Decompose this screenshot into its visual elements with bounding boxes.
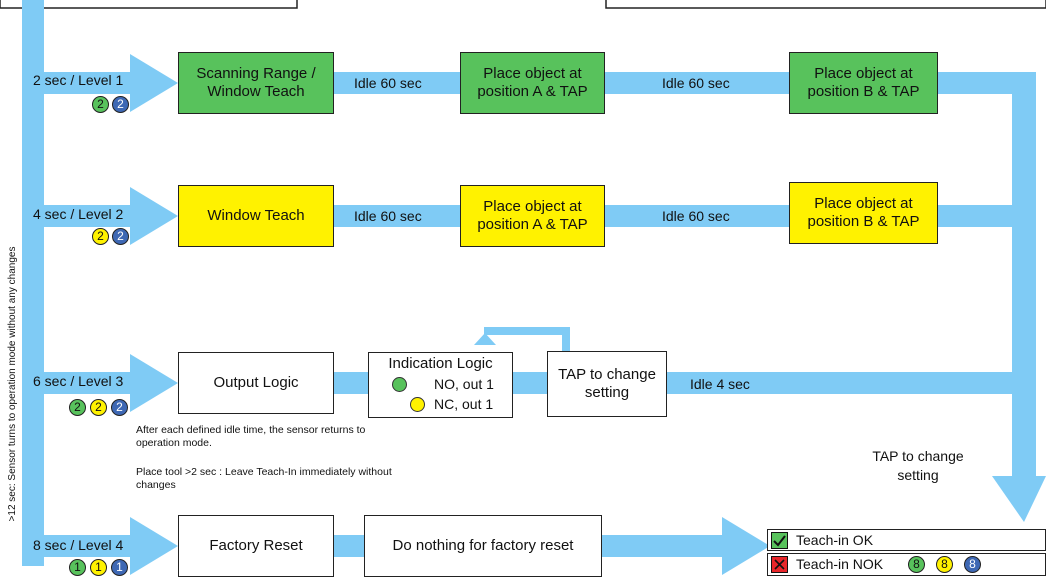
level-2-label: 4 sec / Level 2	[33, 206, 124, 222]
leave-teach-in-note: Place tool >2 sec : Leave Teach-In immed…	[136, 466, 392, 491]
check-icon	[771, 532, 788, 549]
teach-in-nok-label: Teach-in NOK	[796, 556, 884, 572]
scanning-range-window-teach-box: Scanning Range / Window Teach	[178, 52, 334, 114]
indication-logic-box: Indication Logic NO, out 1 NC, out 1	[368, 352, 513, 418]
row1-idle-2-label: Idle 60 sec	[662, 75, 730, 91]
teach-in-ok-label: Teach-in OK	[796, 532, 874, 548]
level-4-badge-blue: 1	[111, 559, 128, 576]
cross-icon	[771, 556, 788, 573]
nok-badge-yellow: 8	[936, 556, 953, 573]
window-teach-box: Window Teach	[178, 185, 334, 247]
row1-idle-1-label: Idle 60 sec	[354, 75, 422, 91]
level-1-badge-green: 2	[92, 96, 109, 113]
teach-in-nok-legend: Teach-in NOK 8 8 8	[767, 553, 1046, 576]
level-2-badge-yellow: 2	[92, 228, 109, 245]
level-3-label: 6 sec / Level 3	[33, 373, 124, 389]
level-4-badge-green: 1	[69, 559, 86, 576]
nc-indicator-dot	[410, 397, 425, 412]
indication-logic-title: Indication Logic	[388, 355, 493, 372]
row2-idle-2-label: Idle 60 sec	[662, 208, 730, 224]
level-3-badge-blue: 2	[111, 399, 128, 416]
right-tap-to-change-label: TAP to change setting	[872, 448, 964, 483]
level-1-label: 2 sec / Level 1	[33, 72, 124, 88]
row2-position-b-box: Place object at position B & TAP	[789, 182, 938, 244]
row2-position-a-box: Place object at position A & TAP	[460, 185, 605, 247]
level-1-badge-blue: 2	[112, 96, 129, 113]
no-indicator-dot	[392, 377, 407, 392]
do-nothing-factory-reset-box: Do nothing for factory reset	[364, 515, 602, 577]
level-3-badge-yellow: 2	[90, 399, 107, 416]
row1-position-a-box: Place object at position A & TAP	[460, 52, 605, 114]
nok-badge-green: 8	[908, 556, 925, 573]
row1-position-b-box: Place object at position B & TAP	[789, 52, 938, 114]
nok-badge-blue: 8	[964, 556, 981, 573]
factory-reset-box: Factory Reset	[178, 515, 334, 577]
level-4-label: 8 sec / Level 4	[33, 537, 124, 553]
level-4-badge-yellow: 1	[90, 559, 107, 576]
indication-no-label: NO, out 1	[434, 376, 494, 392]
level-3-badge-green: 2	[69, 399, 86, 416]
output-logic-box: Output Logic	[178, 352, 334, 414]
row2-idle-1-label: Idle 60 sec	[354, 208, 422, 224]
level-2-badge-blue: 2	[112, 228, 129, 245]
teach-in-ok-legend: Teach-in OK	[767, 529, 1046, 551]
tap-to-change-setting-box: TAP to change setting	[547, 351, 667, 417]
idle-timeout-note: After each defined idle time, the sensor…	[136, 424, 366, 449]
indication-nc-label: NC, out 1	[434, 396, 494, 412]
row3-idle-label: Idle 4 sec	[690, 376, 750, 392]
timeout-side-label: >12 sec: Sensor turns to operation mode …	[7, 246, 18, 522]
